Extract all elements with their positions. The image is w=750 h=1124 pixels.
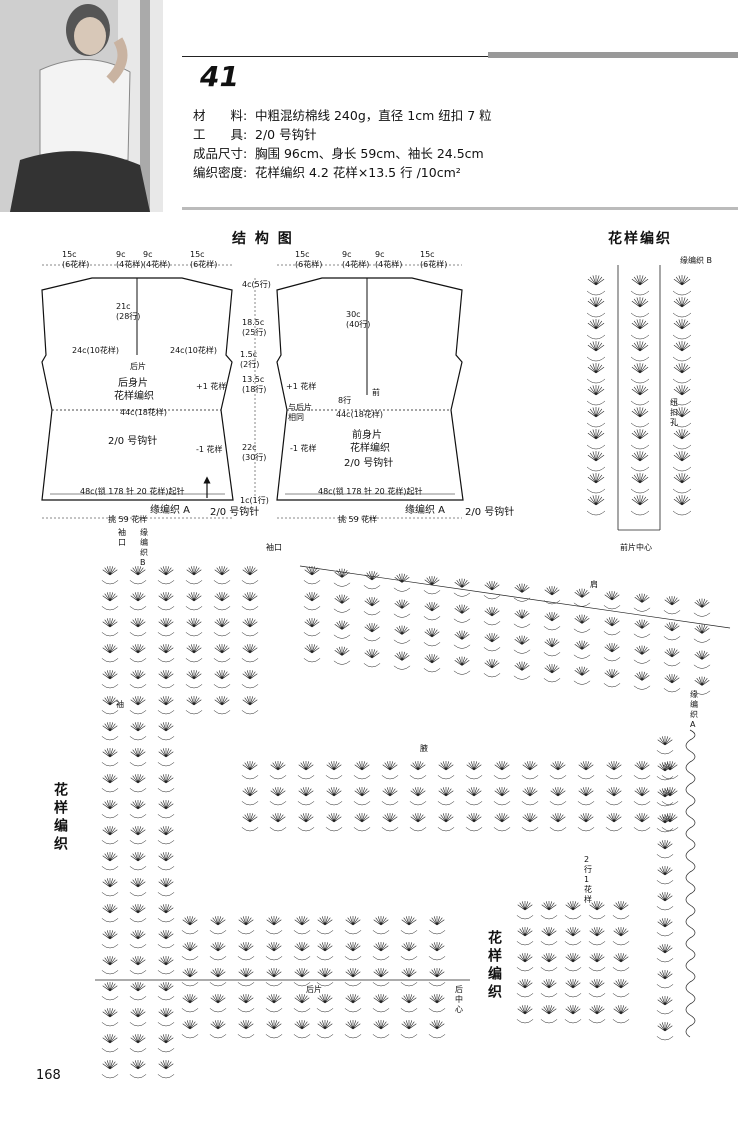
back-hem: 1c(1行) [240,496,269,505]
back-pick-up: 挑 59 花样 [108,515,148,524]
front-cast-on: 48c(锁 178 针 20 花样)起针 [318,487,423,496]
back-piece-outline [41,277,234,501]
buttonhole-label: 纽扣孔 [670,398,678,427]
front-mark: 前 [372,388,380,397]
side-label-sleeve: 袖 [116,700,124,709]
back-top-right-dim: 15c(6花样) [190,250,218,269]
back-increase: +1 花样 [196,382,227,391]
chart-border-a: 缘编织 A [690,690,698,729]
material-row: 成品尺寸:胸围 96cm、身长 59cm、袖长 24.5cm [193,146,484,161]
back-shoulder-dim: 4c(5行) [242,280,271,289]
structure-title: 结 构 图 [232,231,294,247]
front-top-mid1-dim: 9c(4花样) [342,250,370,269]
header-separator [182,207,738,210]
back-side-lower: 22c(30行) [242,443,267,462]
front-increase: +1 花样 [286,382,317,391]
center-mark: 后中心 [455,985,463,1014]
material-row: 工 具:2/0 号钩针 [193,127,317,142]
back-hook: 2/0 号钩针 [108,436,158,447]
material-row: 编织密度:花样编织 4.2 花样×13.5 行 /10cm² [193,165,461,180]
front-piece-name: 前身片 [352,430,382,441]
back-neck-dim: 21c(28行) [116,302,141,321]
back-piece-stitch: 花样编织 [114,391,154,402]
sleeve-edge-label-2: 袖口 [266,543,282,552]
back-waist: 44c(18花样) [120,408,167,417]
front-neck-dim: 30c(40行) [346,310,371,329]
back-chest-left: 24c(10花样) [72,346,119,355]
back-border: 缘编织 A [150,505,191,516]
back-border-hook: 2/0 号钩针 [210,507,260,518]
stitch-chart-mini [617,265,661,531]
model-photo [0,0,163,212]
back-piece-name: 后身片 [118,378,148,389]
back-chest-right: 24c(10花样) [170,346,217,355]
back-side-upper: 13.5c(18行) [242,375,267,394]
front-top-right-dim: 15c(6花样) [420,250,448,269]
page-number: 168 [36,1068,61,1083]
material-row: 材 料:中粗混纺棉线 240g，直径 1cm 纽扣 7 粒 [193,108,492,123]
side-label-underarm: 腋 [420,744,428,753]
front-decrease: -1 花样 [290,444,317,453]
back-armhole-step: 1.5c(2行) [240,350,260,369]
front-waist: 44c(18花样) [336,410,383,419]
mini-front-center: 前片中心 [620,543,652,552]
sleeve-edge-label: 袖口 [118,528,126,547]
front-pick-up: 挑 59 花样 [338,515,378,524]
back-armhole-dim: 18.5c(25行) [242,318,267,337]
front-rows8: 8行 [338,396,352,405]
side-label-shoulder: 肩 [590,580,598,589]
back-center-label: 后片 [130,362,146,371]
header-frame [182,52,738,216]
back-top-left-dim: 15c(6花样) [62,250,90,269]
back-center-mark: 后片 [306,985,322,994]
back-top-mid2-dim: 9c(4花样) [143,250,171,269]
front-piece-outline [276,277,464,501]
increase-note: 2行1花样 [584,855,592,904]
front-border-hook: 2/0 号钩针 [465,507,515,518]
back-cast-on: 48c(锁 178 针 20 花样)起针 [80,487,185,496]
back-decrease: -1 花样 [196,445,223,454]
pattern-title: 花样编织 [608,231,672,247]
back-top-mid1-dim: 9c(4花样) [116,250,144,269]
front-top-mid2-dim: 9c(4花样) [375,250,403,269]
materials-list: 材 料:中粗混纺棉线 240g，直径 1cm 纽扣 7 粒 工 具:2/0 号钩… [193,106,492,182]
chart-border-b: 缘编织 B [140,528,148,567]
pattern-number: 41 [200,60,239,93]
front-piece-stitch: 花样编织 [350,443,390,454]
mini-border-b: 缘编织 B [680,256,713,265]
stitch-title-vertical-1: 花样编织 [52,782,68,854]
front-border: 缘编织 A [405,505,446,516]
front-join-note: 与后片相同 [288,403,312,422]
front-top-left-dim: 15c(6花样) [295,250,323,269]
stitch-title-vertical-2: 花样编织 [486,930,502,1002]
front-hook: 2/0 号钩针 [344,458,394,469]
